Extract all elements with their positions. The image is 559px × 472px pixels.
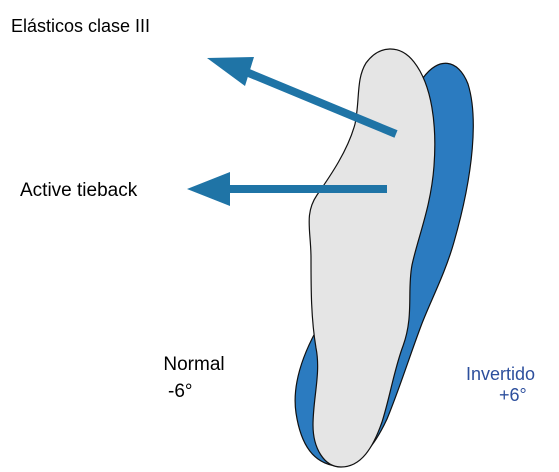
normal-angle-label: -6° bbox=[168, 381, 193, 403]
tieback-arrowhead bbox=[187, 172, 230, 206]
elasticos-label: Elásticos clase III bbox=[11, 16, 150, 37]
active-tieback-label: Active tieback bbox=[20, 180, 137, 202]
elasticos-arrowhead bbox=[207, 57, 254, 86]
normal-label: Normal bbox=[146, 354, 242, 376]
invertido-angle-label: +6° bbox=[499, 385, 527, 406]
invertido-label: Invertido bbox=[466, 364, 535, 385]
